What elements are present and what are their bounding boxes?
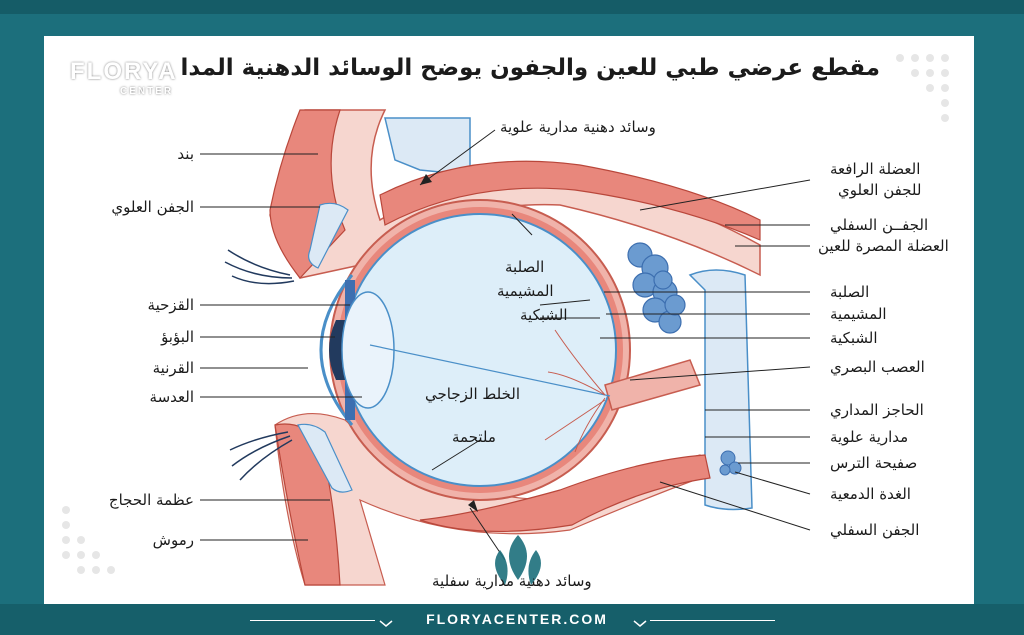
label-brow: بند — [177, 145, 194, 163]
label-eyelashes: رموش — [153, 531, 194, 549]
footer-line-right — [650, 620, 775, 621]
footer-website[interactable]: FLORYACENTER.COM — [392, 611, 642, 627]
label-lower-orbital-fat: وسائد دهنية مدارية سفلية — [432, 572, 592, 590]
label-vitreous: الخلط الزجاجي — [425, 385, 520, 403]
brand-subtitle: CENTER — [120, 86, 173, 97]
label-cornea: القرنية — [153, 359, 194, 377]
brand-logo: FLORYA — [70, 58, 178, 86]
label-retina-center: الشبكية — [520, 306, 568, 324]
diagram-title: مقطع عرضي طبي للعين والجفون يوضح الوسائد… — [180, 55, 880, 91]
label-lower-eyelid-top: الجفــن السفلي — [830, 216, 928, 234]
label-superior-orbital: مدارية علوية — [830, 428, 908, 446]
label-sclera-center: الصلبة — [505, 258, 544, 276]
label-conjunctiva: ملتحمة — [452, 428, 496, 446]
label-choroid-center: المشيمية — [497, 282, 554, 300]
label-choroid-right: المشيمية — [830, 305, 887, 323]
label-upper-orbital-fat: وسائد دهنية مدارية علوية — [500, 118, 656, 136]
label-upper-eyelid: الجفن العلوي — [111, 198, 194, 216]
label-tarsal-plate: صفيحة الترس — [830, 454, 917, 472]
label-levator-1: العضلة الرافعة — [830, 160, 920, 178]
lens — [342, 292, 394, 408]
label-orbicularis: العضلة المصرة للعين — [818, 237, 949, 255]
label-lower-eyelid: الجفن السفلي — [830, 521, 919, 539]
label-levator-2: للجفن العلوي — [838, 181, 921, 199]
label-optic-nerve: العصب البصري — [830, 358, 925, 376]
label-retina-right: الشبكية — [830, 329, 878, 347]
label-lacrimal-gland: الغدة الدمعية — [830, 485, 911, 503]
label-pupil: البؤبؤ — [161, 328, 194, 346]
upper-bone — [385, 118, 470, 175]
label-sclera-right: الصلبة — [830, 283, 869, 301]
label-iris: القزحية — [148, 296, 194, 314]
lacrimal-gland — [628, 243, 685, 333]
footer-line-left — [250, 620, 375, 621]
chevron-down-icon — [380, 621, 392, 626]
label-orbital-septum: الحاجز المداري — [830, 401, 924, 419]
label-lens: العدسة — [150, 388, 194, 406]
label-orbital-bone: عظمة الحجاج — [109, 491, 194, 509]
